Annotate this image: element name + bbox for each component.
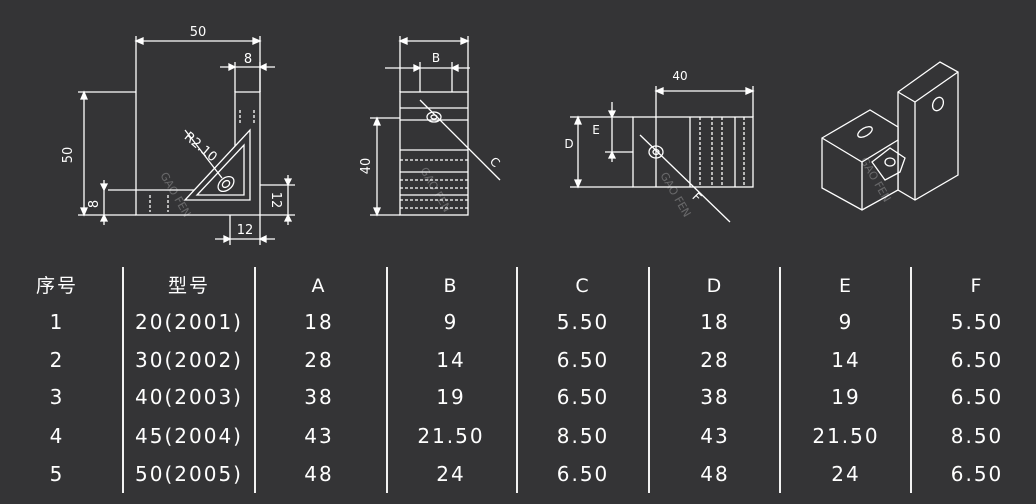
table-cell: 43: [304, 424, 334, 448]
table-cell: 6.50: [950, 348, 1004, 372]
table-cell: 14: [436, 348, 466, 372]
column-separator: [910, 267, 912, 493]
technical-drawings: 50 8 50 8 R2.10 12 12 B C 40 40 D E F GA…: [61, 25, 959, 245]
table-cell: 20(2001): [135, 310, 243, 334]
end-view: [570, 86, 755, 223]
front-dim-bottom-offset: 12: [237, 223, 254, 238]
table-cell: 45(2004): [135, 424, 243, 448]
front-dim-radius: R2.10: [181, 129, 220, 165]
front-dim-height: 50: [61, 147, 76, 164]
column-separator: [648, 267, 650, 493]
side-dim-b: B: [432, 51, 440, 65]
watermark-logo: GAO FEN GAO FEN GAO FEN GAO FEN: [157, 155, 893, 219]
side-dim-height: 40: [359, 158, 374, 175]
table-cell: 6.50: [950, 462, 1004, 486]
header-d: D: [706, 275, 724, 297]
column-separator: [386, 267, 388, 493]
end-dim-e: E: [592, 123, 600, 137]
table-cell: 8.50: [556, 424, 610, 448]
table-cell: 21.50: [812, 424, 880, 448]
table-cell: 5.50: [950, 310, 1004, 334]
end-dim-f: F: [689, 190, 704, 205]
column-separator: [122, 267, 124, 493]
side-view: [370, 36, 501, 217]
watermark-text-1: GAO FEN: [157, 170, 193, 219]
spec-table: 序号 型号 A B C D E F 1 20(2001) 18 9 5.50 1…: [0, 265, 1036, 495]
header-f: F: [970, 275, 984, 297]
table-cell: 4: [49, 424, 65, 448]
side-dim-c: C: [487, 154, 503, 170]
table-cell: 38: [304, 385, 334, 409]
column-separator: [254, 267, 256, 493]
table-cell: 48: [304, 462, 334, 486]
table-cell: 6.50: [556, 462, 610, 486]
watermark-text-3: GAO FEN: [657, 170, 693, 219]
table-cell: 24: [831, 462, 861, 486]
table-cell: 38: [700, 385, 730, 409]
table-cell: 40(2003): [135, 385, 243, 409]
header-c: C: [575, 275, 591, 297]
header-model: 型号: [167, 275, 210, 297]
table-cell: 21.50: [417, 424, 485, 448]
table-cell: 19: [831, 385, 861, 409]
table-cell: 14: [831, 348, 861, 372]
header-a: A: [311, 275, 327, 297]
front-view: [78, 36, 295, 245]
table-cell: 30(2002): [135, 348, 243, 372]
front-dim-width: 50: [190, 25, 207, 40]
table-cell: 8.50: [950, 424, 1004, 448]
table-cell: 28: [700, 348, 730, 372]
end-dim-d: D: [564, 137, 573, 151]
column-separator: [779, 267, 781, 493]
table-cell: 50(2005): [135, 462, 243, 486]
table-cell: 48: [700, 462, 730, 486]
table-cell: 1: [49, 310, 65, 334]
table-cell: 9: [443, 310, 459, 334]
table-cell: 3: [49, 385, 65, 409]
table-cell: 43: [700, 424, 730, 448]
table-cell: 18: [700, 310, 730, 334]
table-cell: 28: [304, 348, 334, 372]
table-cell: 5: [49, 462, 65, 486]
table-cell: 9: [838, 310, 854, 334]
front-dim-top-offset: 8: [244, 52, 252, 67]
table-cell: 19: [436, 385, 466, 409]
column-separator: [516, 267, 518, 493]
table-cell: 6.50: [556, 385, 610, 409]
isometric-view: [821, 61, 959, 211]
table-cell: 18: [304, 310, 334, 334]
table-cell: 6.50: [556, 348, 610, 372]
header-index: 序号: [35, 275, 78, 297]
end-dim-width: 40: [672, 69, 687, 83]
header-e: E: [838, 275, 853, 297]
drawings-svg: 50 8 50 8 R2.10 12 12 B C 40 40 D E F GA…: [61, 25, 959, 245]
front-dim-left-offset: 8: [87, 200, 102, 208]
header-b: B: [443, 275, 459, 297]
table-cell: 6.50: [950, 385, 1004, 409]
front-dim-right-offset: 12: [268, 192, 283, 209]
table-cell: 2: [49, 348, 65, 372]
table-cell: 5.50: [556, 310, 610, 334]
table-cell: 24: [436, 462, 466, 486]
